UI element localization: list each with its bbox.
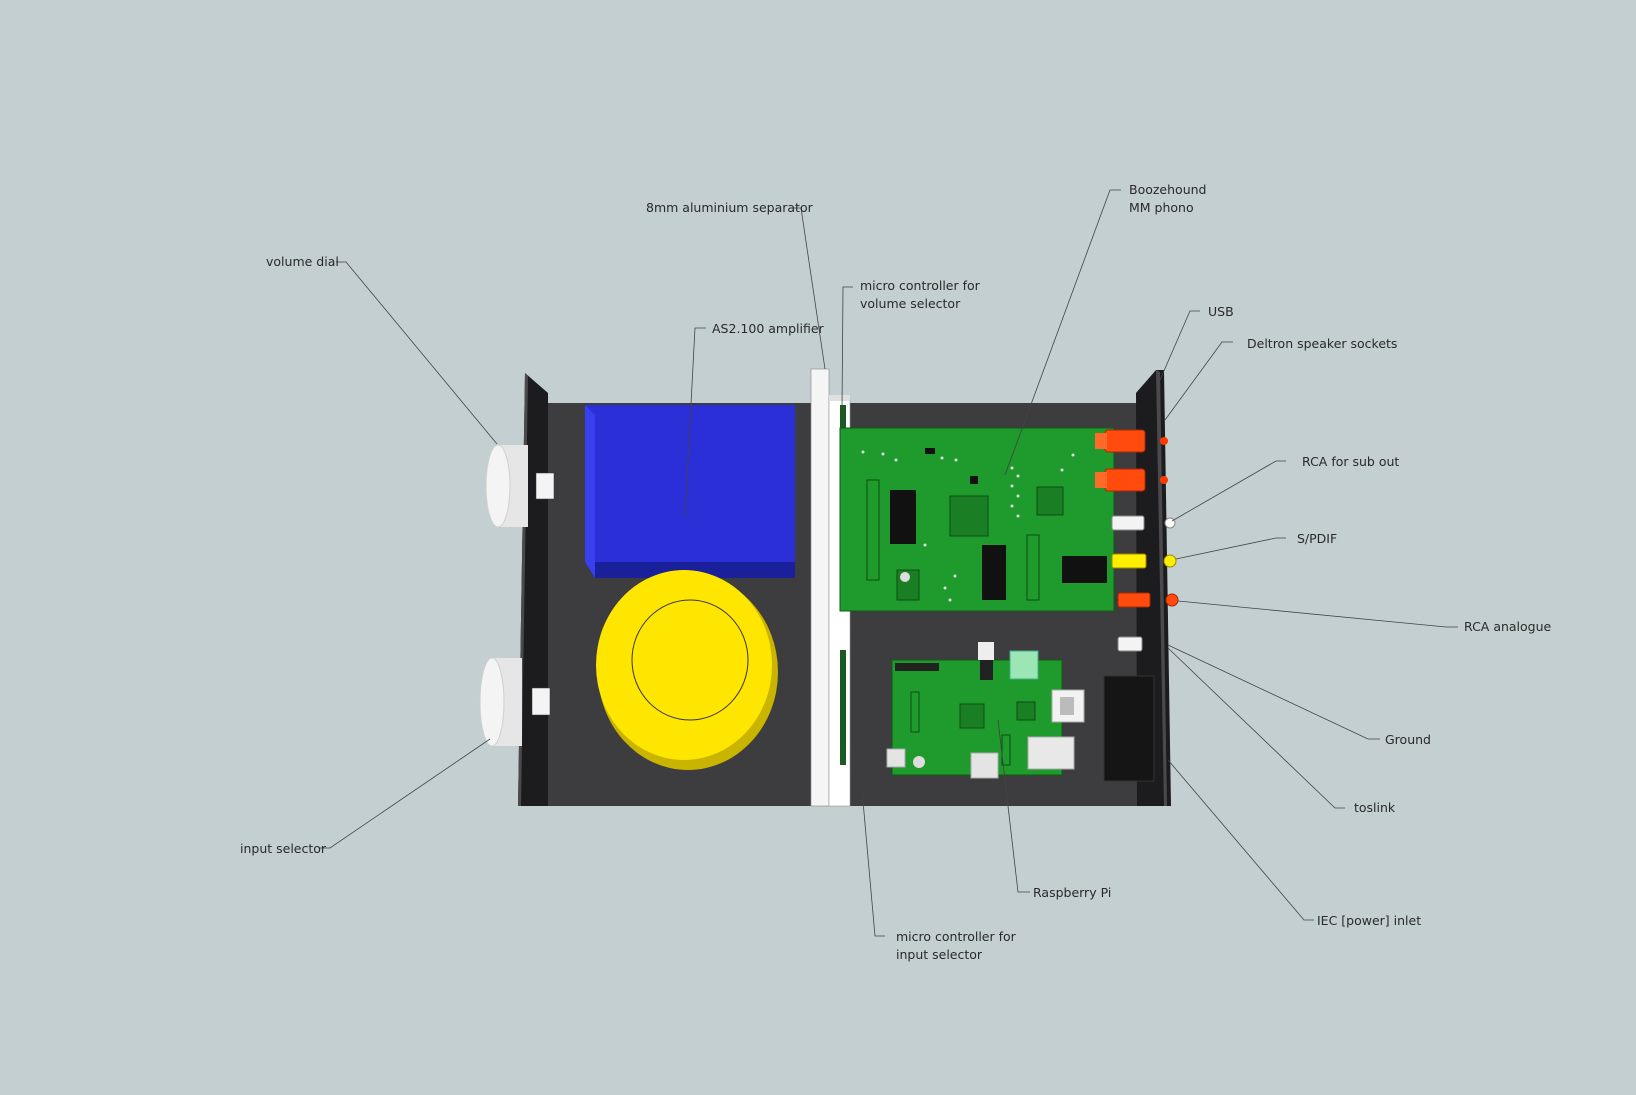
iec-power-inlet bbox=[1103, 675, 1155, 782]
label-speaker-sockets: Deltron speaker sockets bbox=[1247, 336, 1398, 351]
label-mc-volume-line1: micro controller for bbox=[860, 278, 980, 293]
ground-post bbox=[1117, 636, 1143, 652]
label-mc-input-line1: micro controller for bbox=[896, 929, 1016, 944]
leader-lines bbox=[320, 189, 1458, 937]
label-rca-sub: RCA for sub out bbox=[1302, 454, 1400, 469]
amplifier-module bbox=[585, 405, 795, 578]
rear-panel-edge bbox=[1156, 370, 1167, 806]
label-usb: USB bbox=[1208, 304, 1234, 319]
micro-controller-input-board bbox=[840, 650, 846, 765]
label-phono-line2: MM phono bbox=[1129, 200, 1194, 215]
spdif-jack bbox=[1111, 553, 1177, 569]
label-toslink: toslink bbox=[1354, 800, 1396, 815]
label-mc-input-line2: input selector bbox=[896, 947, 983, 962]
deltron-speaker-socket-2 bbox=[1095, 468, 1168, 492]
label-mc-volume-line2: volume selector bbox=[860, 296, 961, 311]
rca-analogue-jack bbox=[1117, 592, 1179, 608]
label-spdif: S/PDIF bbox=[1297, 531, 1338, 546]
label-input-selector: input selector bbox=[240, 841, 327, 856]
input-selector-knob bbox=[479, 657, 551, 747]
label-rca-analogue: RCA analogue bbox=[1464, 619, 1552, 634]
volume-dial-knob bbox=[485, 444, 555, 528]
label-amplifier: AS2.100 amplifier bbox=[712, 321, 824, 336]
deltron-speaker-socket-1 bbox=[1095, 429, 1168, 453]
label-iec: IEC [power] inlet bbox=[1317, 913, 1422, 928]
label-volume-dial: volume dial bbox=[266, 254, 339, 269]
label-raspberry-pi: Raspberry Pi bbox=[1033, 885, 1112, 900]
toroidal-transformer bbox=[596, 570, 778, 770]
raspberry-pi-pcb bbox=[886, 642, 1085, 779]
label-phono-line1: Boozehound bbox=[1129, 182, 1207, 197]
label-ground: Ground bbox=[1385, 732, 1431, 747]
label-separator: 8mm aluminium separator bbox=[646, 200, 813, 215]
phono-pcb bbox=[839, 427, 1115, 612]
